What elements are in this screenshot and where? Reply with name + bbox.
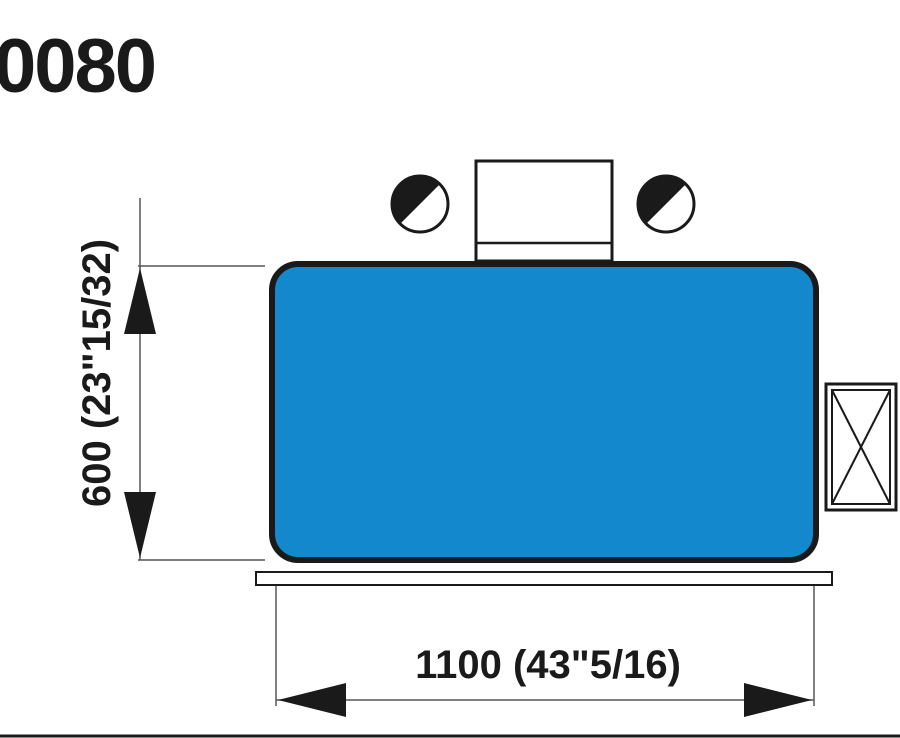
width-dimension [275,586,815,717]
left-half-circle-icon [390,174,450,234]
side-crossed-box [824,382,898,512]
table-surface [269,261,819,563]
depth-label: 600 (23"15/32) [75,239,119,507]
model-code: 0080 [0,24,155,109]
width-label: 1100 (43"5/16) [415,643,681,687]
depth-arrow-bottom [124,492,156,558]
right-half-circle-icon [636,174,696,234]
depth-arrow-top [124,268,156,334]
monitor-box [474,159,614,263]
depth-dimension [124,198,265,561]
width-arrow-right [744,683,812,717]
width-arrow-left [278,683,346,717]
base-strip [255,571,833,586]
